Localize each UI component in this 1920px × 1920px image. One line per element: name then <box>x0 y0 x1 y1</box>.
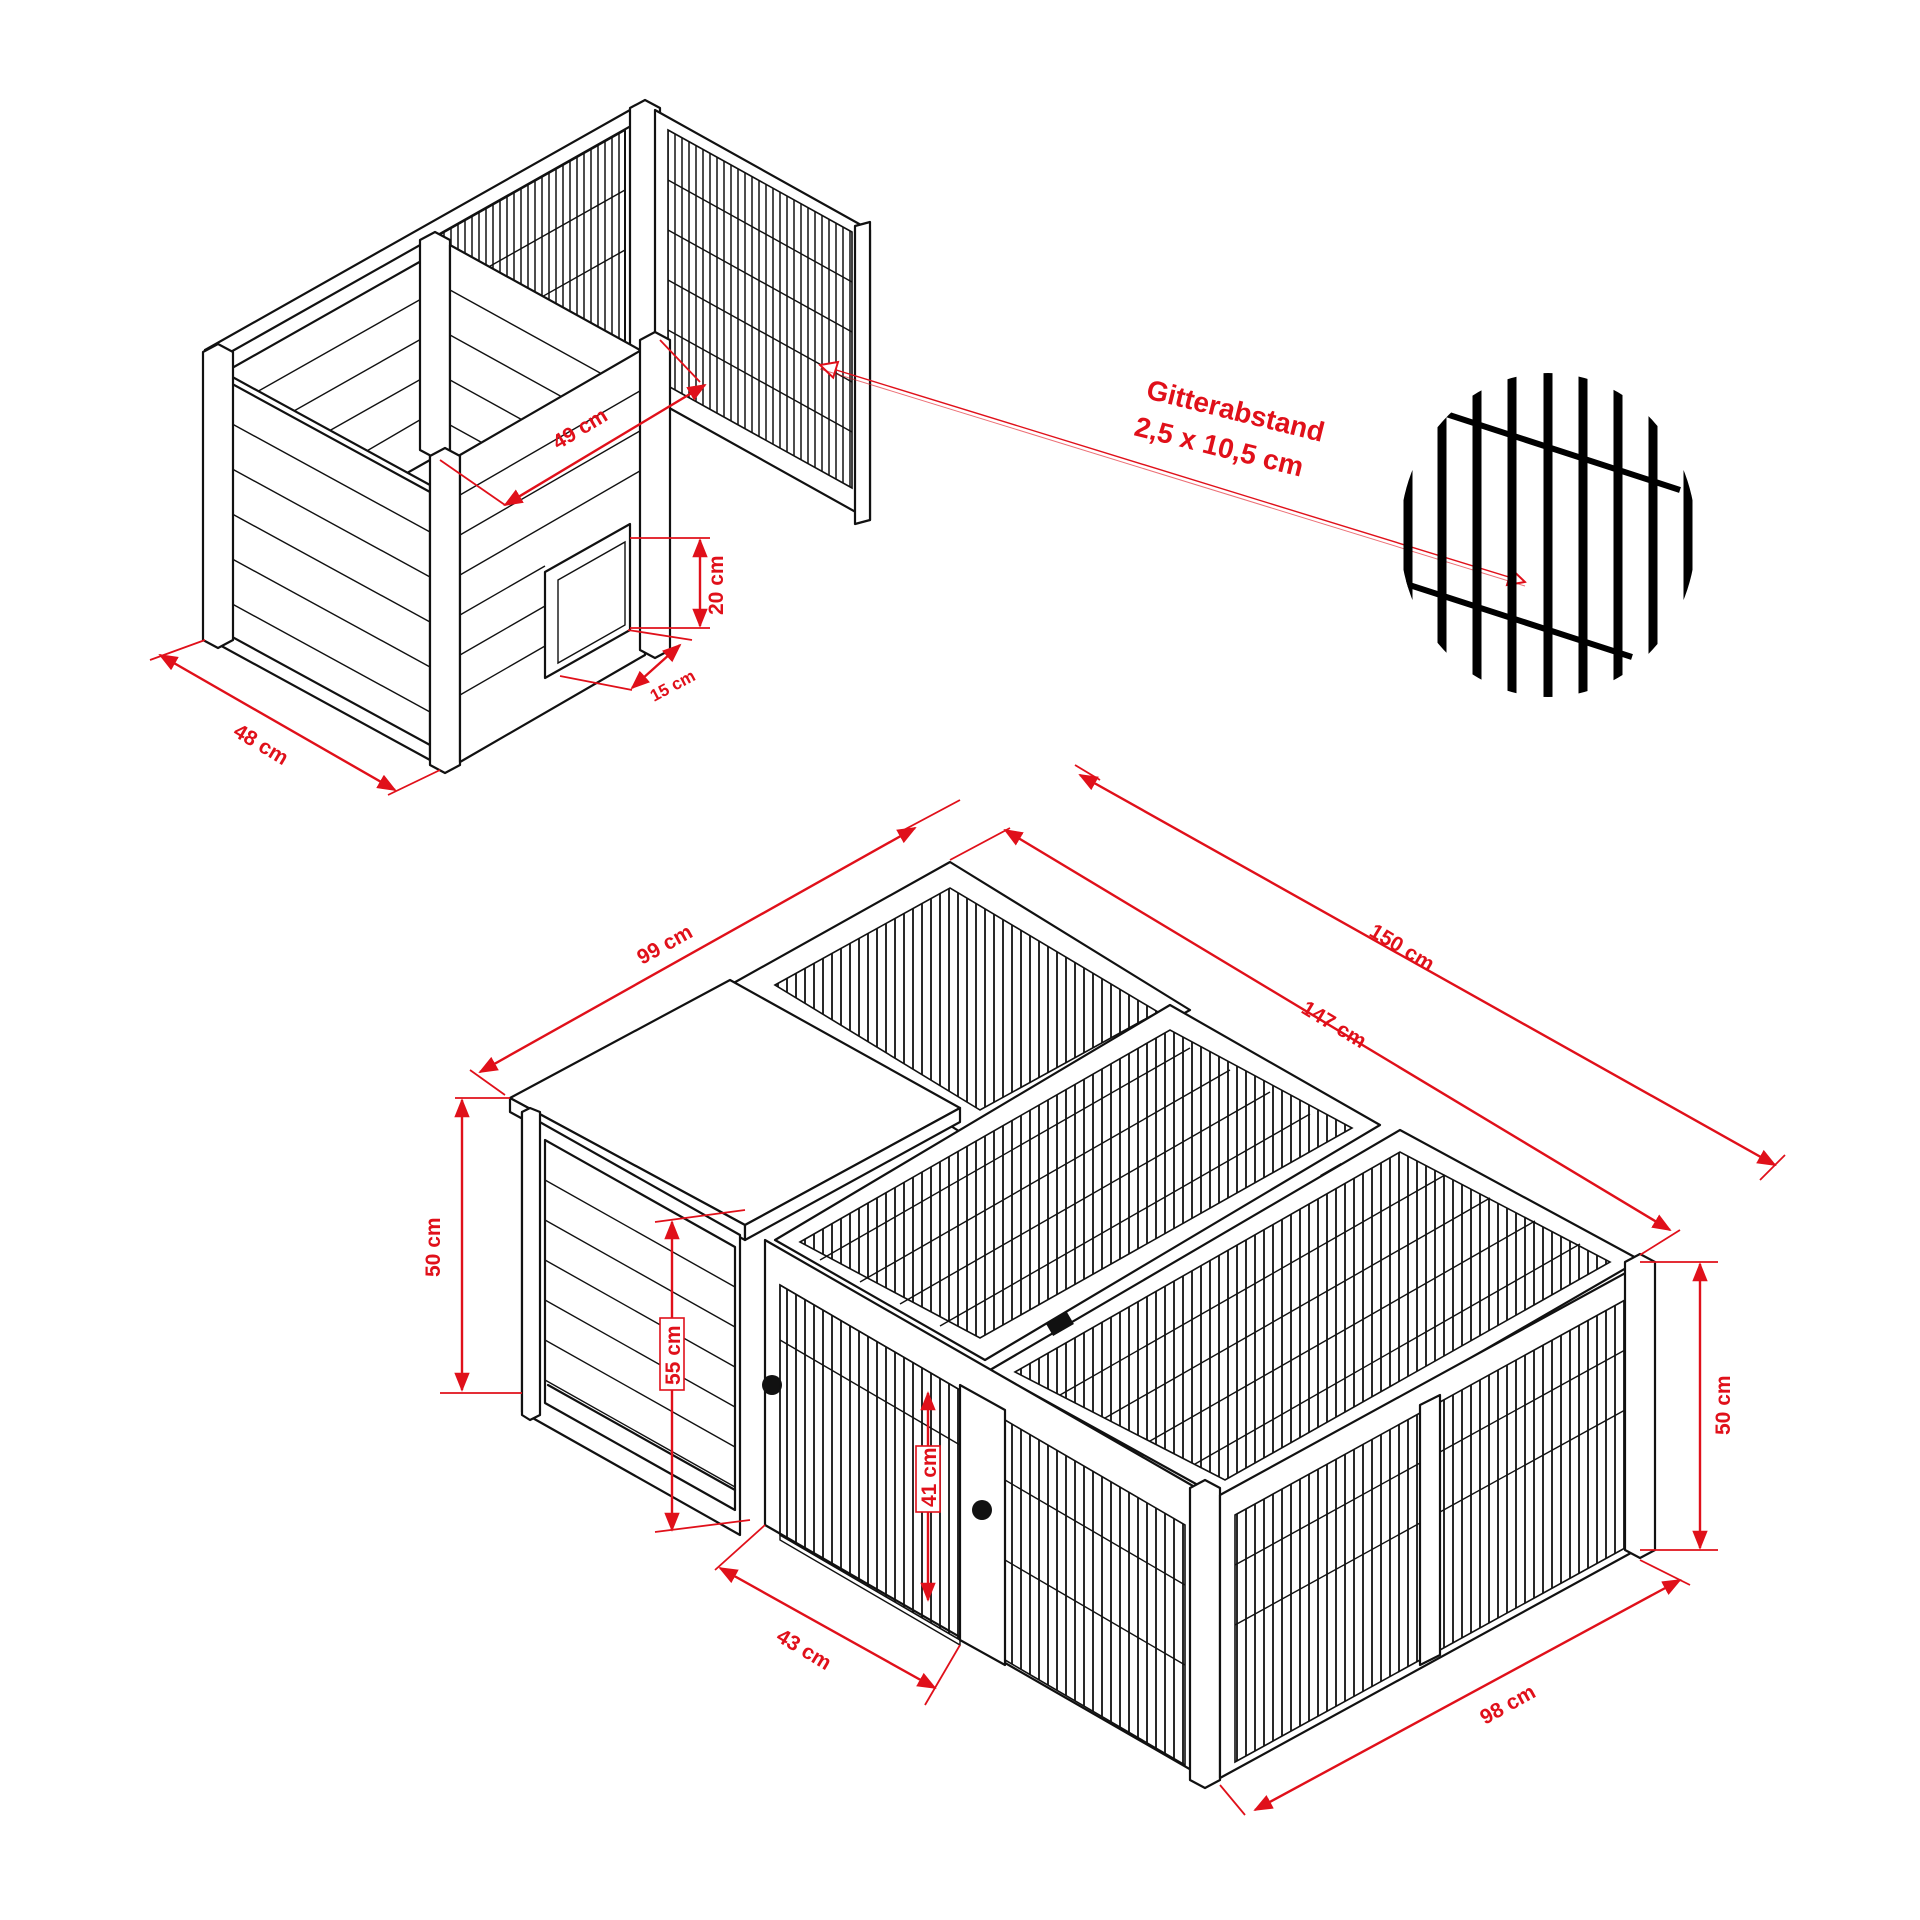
dim-41cm: 41 cm <box>915 1391 941 1602</box>
dim-20cm: 20 cm <box>630 537 728 629</box>
dim-43cm: 43 cm <box>714 1524 961 1706</box>
latch-icon <box>1046 1311 1074 1337</box>
bottom-view-assembled-hutch: 99 cm 150 cm 147 cm 50 cm 55 cm <box>422 764 1786 1816</box>
svg-text:150 cm: 150 cm <box>1365 920 1438 976</box>
svg-text:147 cm: 147 cm <box>1297 997 1370 1053</box>
dim-run-50cm: 50 cm <box>1640 1261 1735 1551</box>
door-handle-icon <box>972 1500 992 1520</box>
mesh-spacing-callout: Gitterabstand 2,5 x 10,5 cm <box>820 365 1693 697</box>
svg-text:41 cm: 41 cm <box>918 1447 941 1507</box>
svg-text:55 cm: 55 cm <box>662 1325 685 1385</box>
top-view-house-module: 49 cm 20 cm 15 cm 48 cm <box>149 98 872 796</box>
svg-text:15 cm: 15 cm <box>647 666 698 705</box>
run-left-wall <box>762 1238 1202 1777</box>
svg-text:48 cm: 48 cm <box>229 720 292 770</box>
svg-text:50 cm: 50 cm <box>1712 1375 1735 1435</box>
mesh-magnifier-circle <box>1400 373 1693 697</box>
svg-text:43 cm: 43 cm <box>772 1625 835 1675</box>
svg-text:20 cm: 20 cm <box>705 555 728 615</box>
svg-text:50 cm: 50 cm <box>422 1217 445 1277</box>
svg-text:99 cm: 99 cm <box>633 920 696 969</box>
dim-house-50cm: 50 cm <box>422 1097 522 1394</box>
door-handle-icon <box>762 1375 782 1395</box>
dim-55cm: 55 cm <box>654 1209 751 1533</box>
side-mesh-panel <box>653 108 872 526</box>
svg-text:98 cm: 98 cm <box>1476 1680 1539 1729</box>
